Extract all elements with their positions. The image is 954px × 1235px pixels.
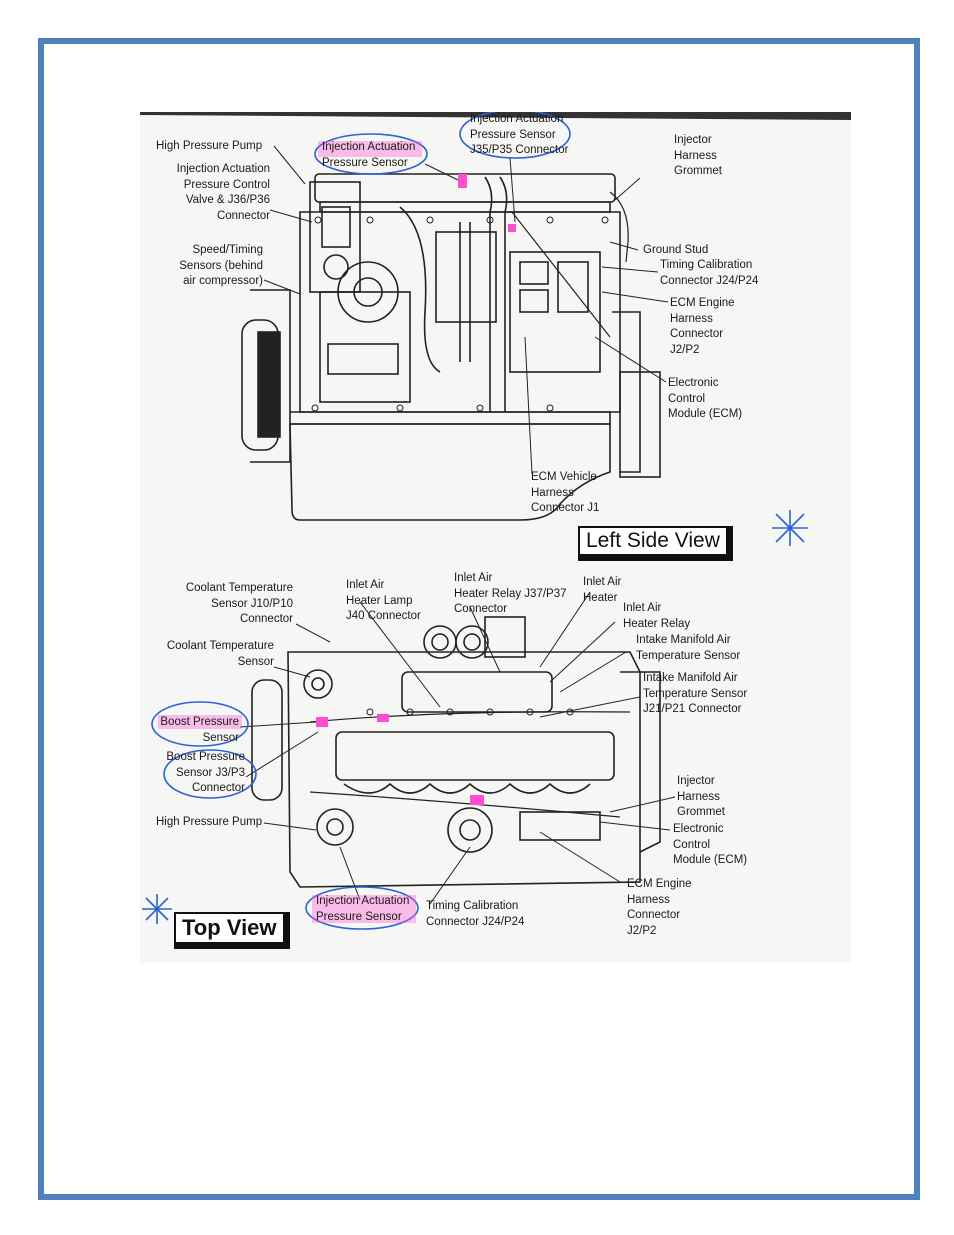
label-iap-sensor: Injection Actuation Pressure Sensor [322, 141, 416, 169]
top-view-title: Top View [174, 912, 290, 949]
label-boost-pressure-connector: Boost Pressure Sensor J3/P3 Connector [166, 751, 245, 794]
label-high-pressure-pump: High Pressure Pump [156, 140, 263, 152]
label-inlet-air-heater: Inlet Air Heater [583, 576, 622, 604]
label-top-ecm-engine-harness: ECM Engine Harness Connector J2/P2 [627, 878, 692, 937]
label-ecm-engine-harness: ECM Engine Harness Connector J2/P2 [670, 297, 735, 356]
label-ground-stud: Ground Stud [643, 244, 709, 256]
label-intake-manifold-temp-sensor: Intake Manifold Air Temperature Sensor [636, 634, 741, 662]
top-view-leader-lines [239, 591, 676, 905]
label-boost-pressure-sensor: Boost Pressure Sensor [160, 716, 239, 744]
label-coolant-temp-connector: Coolant Temperature Sensor J10/P10 Conne… [185, 582, 293, 625]
label-injector-harness-grommet: Injector Harness Grommet [674, 134, 722, 177]
label-top-timing-calibration: Timing Calibration Connector J24/P24 [426, 900, 525, 928]
page-border [38, 38, 920, 1200]
left-view-leader-lines [263, 145, 669, 475]
label-top-ecm: Electronic Control Module (ECM) [673, 823, 748, 866]
label-inlet-air-heater-lamp: Inlet Air Heater Lamp J40 Connector [346, 579, 421, 622]
label-ecm: Electronic Control Module (ECM) [668, 377, 743, 420]
label-top-injector-grommet: Injector Harness Grommet [677, 775, 725, 818]
label-intake-manifold-temp-connector: Intake Manifold Air Temperature Sensor J… [643, 672, 748, 715]
label-iap-sensor-connector: Injection Actuation Pressure Sensor J35/… [470, 113, 569, 156]
left-view-engine-drawing [140, 112, 851, 521]
left-view-highlights [318, 141, 422, 157]
label-iap-control-valve: Injection Actuation Pressure Control Val… [176, 163, 270, 222]
label-speed-timing-sensors: Speed/Timing Sensors (behind air compres… [179, 244, 263, 287]
label-inlet-air-heater-relay: Inlet Air Heater Relay [623, 602, 691, 630]
top-view-engine-drawing [251, 616, 661, 888]
label-top-high-pressure-pump: High Pressure Pump [156, 816, 263, 828]
label-ecm-vehicle-harness: ECM Vehicle Harness Connector J1 [531, 471, 600, 514]
label-coolant-temp-sensor: Coolant Temperature Sensor [166, 640, 274, 668]
engine-drawings [140, 112, 851, 930]
label-top-iap-sensor: Injection Actuation Pressure Sensor [316, 895, 410, 923]
top-view-ink-annotations [142, 701, 419, 930]
label-inlet-air-heater-relay-connector: Inlet Air Heater Relay J37/P37 Connector [454, 572, 567, 615]
top-view-highlights [158, 715, 416, 923]
left-view-ink-annotations [314, 112, 808, 546]
label-timing-calibration-connector: Timing Calibration Connector J24/P24 [660, 259, 759, 287]
left-side-view-title: Left Side View [578, 526, 733, 561]
engine-diagram-scan: High Pressure Pump Injection Actuation P… [140, 112, 851, 962]
